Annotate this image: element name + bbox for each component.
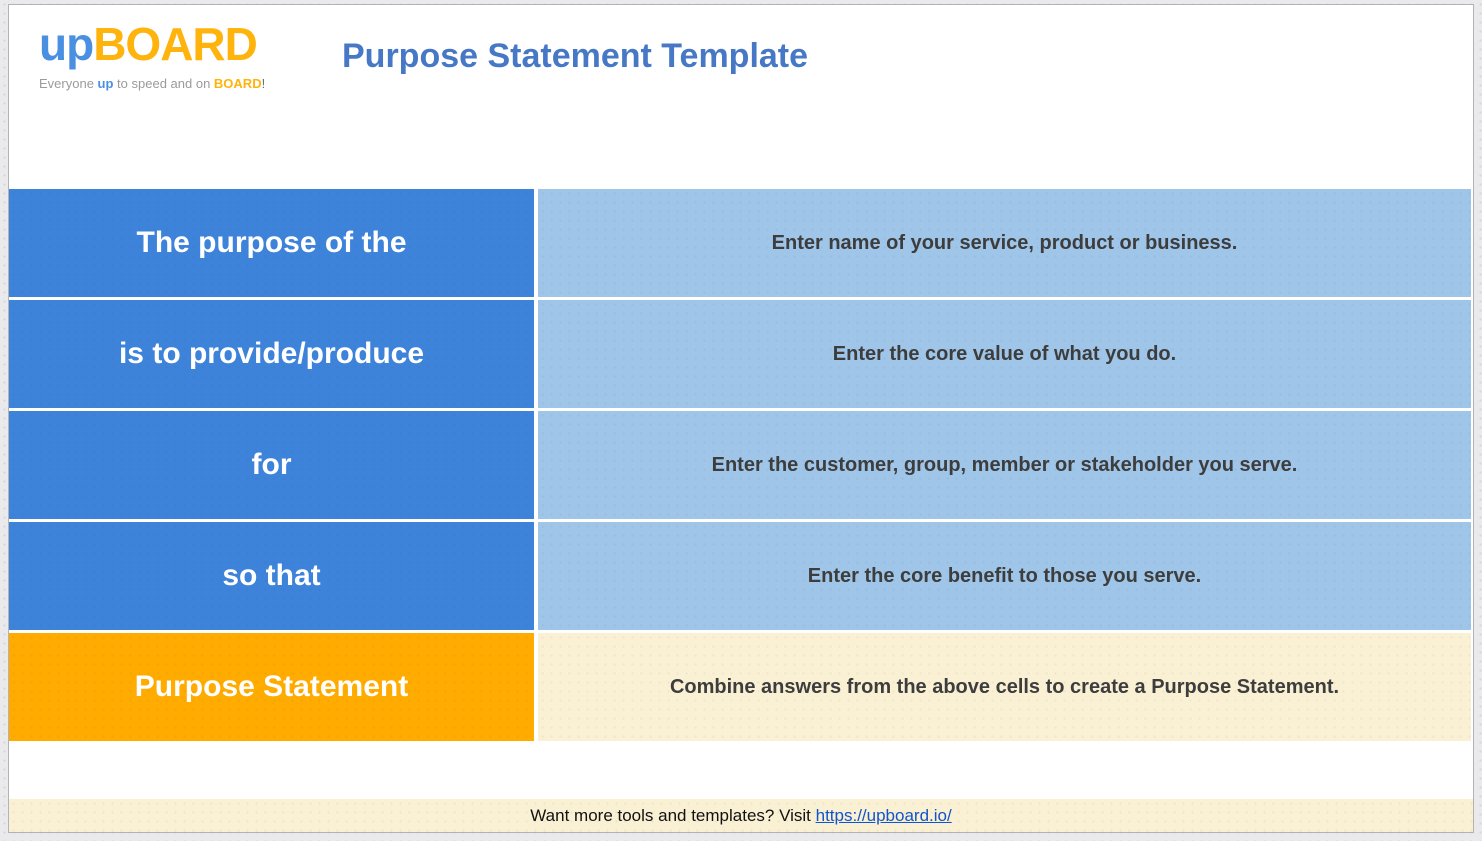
tagline-up: up [97, 76, 114, 91]
logo-tagline: Everyone up to speed and on BOARD! [39, 76, 265, 91]
row-value-cell[interactable]: Enter name of your service, product or b… [538, 189, 1471, 297]
purpose-statement-table: The purpose of the Enter name of your se… [9, 189, 1471, 741]
row-label-cell: Purpose Statement [9, 633, 534, 741]
footer-text: Want more tools and templates? Visit [530, 805, 816, 825]
row-value-cell[interactable]: Enter the customer, group, member or sta… [538, 411, 1471, 519]
tagline-end: ! [261, 76, 266, 91]
row-label-cell: so that [9, 522, 534, 630]
upboard-logo: upBOARD Everyone up to speed and on BOAR… [39, 13, 265, 91]
upboard-link[interactable]: https://upboard.io/ [815, 805, 952, 825]
footer-bar: Want more tools and templates? Visit htt… [9, 799, 1473, 832]
row-value-cell[interactable]: Combine answers from the above cells to … [538, 633, 1471, 741]
logo-up-text: up [39, 18, 94, 70]
upboard-logo-wordmark: upBOARD [39, 13, 265, 75]
tagline-board: BOARD [213, 76, 262, 91]
row-label-cell: for [9, 411, 534, 519]
slide-page: upBOARD Everyone up to speed and on BOAR… [8, 4, 1474, 833]
row-label-cell: is to provide/produce [9, 300, 534, 408]
tagline-pre: Everyone [39, 76, 98, 91]
page-title: Purpose Statement Template [342, 37, 809, 75]
row-value-cell[interactable]: Enter the core value of what you do. [538, 300, 1471, 408]
row-value-cell[interactable]: Enter the core benefit to those you serv… [538, 522, 1471, 630]
tagline-mid: to speed and on [113, 76, 214, 91]
row-label-cell: The purpose of the [9, 189, 534, 297]
logo-board-text: BOARD [93, 18, 258, 70]
